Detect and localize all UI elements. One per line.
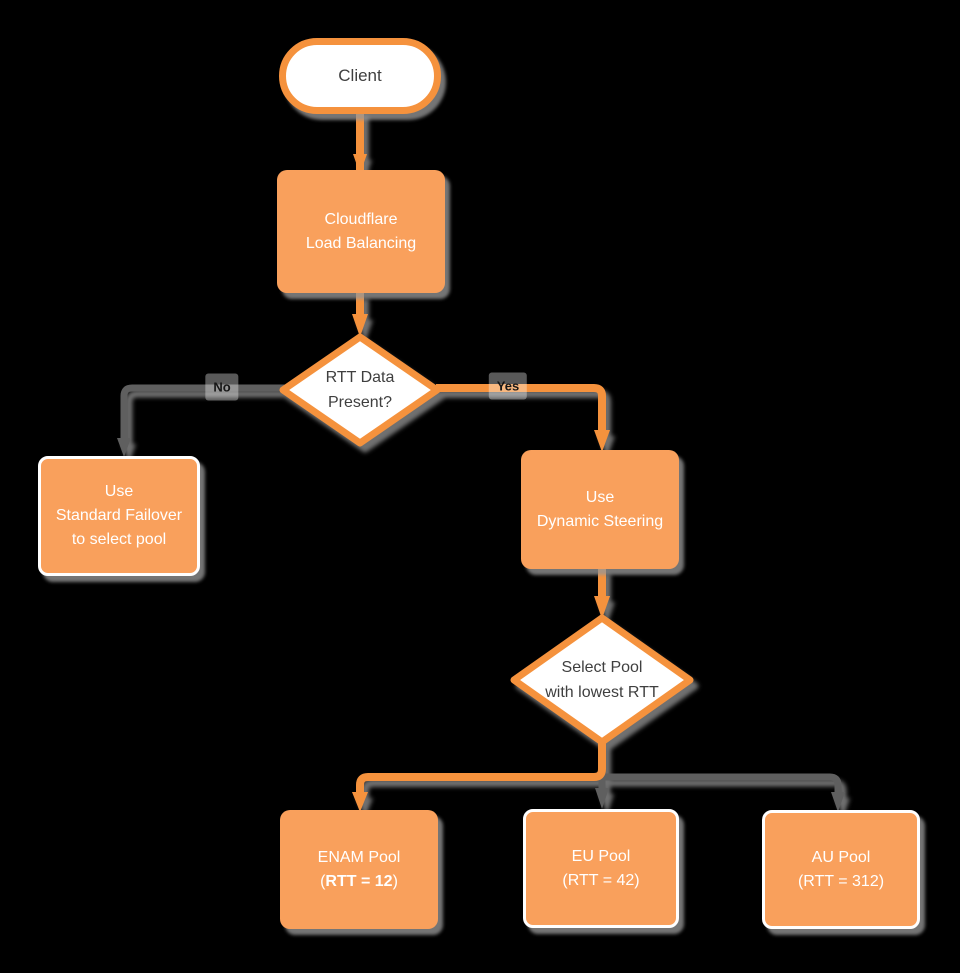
select-pool-label: Select Pool with lowest RTT (514, 648, 690, 712)
rtt-decision-line2: Present? (327, 394, 393, 411)
edge-select-pool-to-enam (356, 740, 606, 794)
orange-arrowheads (352, 154, 610, 812)
arrowhead-rtt-decision (352, 314, 368, 337)
rtt-decision-label: RTT Data Present? (283, 358, 437, 422)
dynamic-steering-line2: Dynamic Steering (536, 512, 664, 530)
node-enam-pool: ENAM Pool (RTT = 12) (280, 810, 438, 929)
eu-pool-line2: (RTT = 42) (562, 871, 640, 889)
arrowhead-select-pool (594, 596, 610, 619)
diamond-rtt-data-present (279, 333, 441, 447)
rtt-decision-line1: RTT Data (325, 369, 395, 386)
arrowhead-dynamic-steering (594, 430, 610, 452)
arrowhead-load-balancing (353, 154, 367, 174)
enam-rtt-open-paren: ( (320, 872, 326, 890)
edge-no-to-standard-failover (120, 384, 285, 440)
edge-select-pool-to-au (602, 773, 842, 794)
load-balancing-line2: Load Balancing (305, 234, 417, 252)
arrowhead-au-pool (831, 792, 845, 812)
arrowhead-enam-pool (352, 792, 368, 812)
edge-yes-to-dynamic-steering (436, 384, 606, 432)
standard-failover-line1: Use (104, 483, 134, 500)
node-standard-failover: Use Standard Failover to select pool (38, 456, 200, 576)
edge-label-no: No (205, 373, 239, 401)
eu-pool-line1: EU Pool (571, 847, 631, 865)
enam-pool-line2: (RTT = 12) (320, 870, 398, 894)
dynamic-steering-line1: Use (585, 488, 615, 506)
au-pool-line1: AU Pool (811, 848, 871, 866)
node-client: Client (279, 38, 441, 114)
gray-arrowheads (117, 438, 845, 812)
arrowhead-standard-failover (117, 438, 131, 457)
gray-connector-lines (120, 384, 842, 794)
select-pool-line2: with lowest RTT (545, 684, 659, 701)
client-label: Client (338, 66, 382, 85)
au-pool-line2: (RTT = 312) (797, 872, 885, 890)
diamond-select-pool (510, 614, 694, 746)
select-pool-line1: Select Pool (561, 659, 643, 676)
decision-diamonds (279, 333, 694, 746)
node-dynamic-steering: Use Dynamic Steering (521, 450, 679, 569)
edge-label-yes: Yes (488, 372, 528, 400)
standard-failover-line2: Standard Failover (55, 507, 183, 524)
node-eu-pool: EU Pool (RTT = 42) (523, 809, 679, 928)
enam-pool-line1: ENAM Pool (317, 848, 401, 866)
arrowhead-eu-pool (595, 788, 609, 809)
node-load-balancing: Cloudflare Load Balancing (277, 170, 445, 293)
orange-connector-lines (356, 110, 606, 794)
enam-rtt-close-paren: ) (392, 872, 398, 890)
enam-rtt-value: RTT = 12 (325, 872, 393, 890)
node-au-pool: AU Pool (RTT = 312) (762, 810, 920, 929)
standard-failover-line3: to select pool (71, 531, 167, 548)
load-balancing-line1: Cloudflare (324, 210, 398, 228)
